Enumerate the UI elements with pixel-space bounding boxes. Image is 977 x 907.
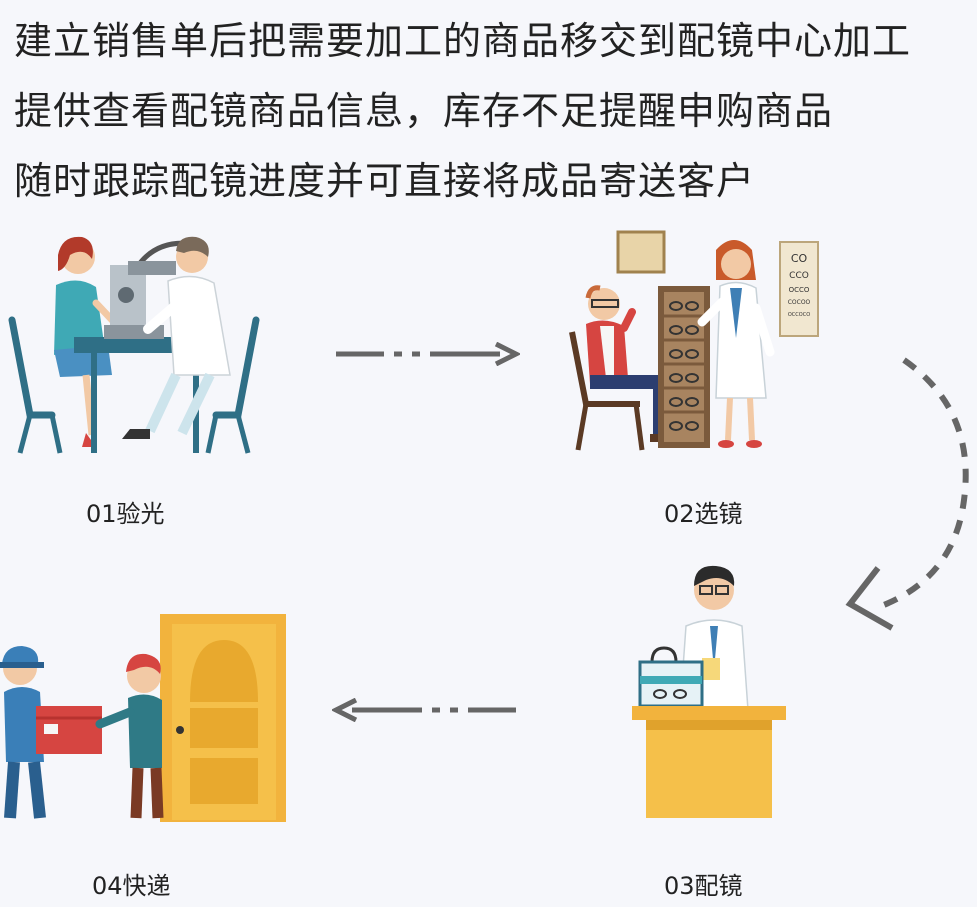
optician-figure: [697, 240, 775, 448]
arrow-left-icon: [332, 698, 516, 722]
step-label-01: 01验光: [86, 500, 165, 528]
headline-line-1: 建立销售单后把需要加工的商品移交到配镜中心加工: [14, 19, 912, 63]
headline-line-2: 提供查看配镜商品信息，库存不足提醒申购商品: [14, 89, 834, 133]
eye-chart: CO CCO OCCO COCOO OCCOCO: [779, 241, 819, 337]
parcel-box: [36, 706, 102, 754]
customer-figure: [585, 285, 670, 442]
arrow-curve-down-icon: [845, 357, 969, 631]
left-chair: [8, 316, 63, 454]
svg-text:COCOO: COCOO: [788, 299, 811, 306]
wall-picture: [616, 230, 666, 274]
doctor-figure: [122, 236, 231, 439]
glasses-box: [638, 646, 704, 708]
door: [160, 614, 286, 822]
headline-line-3: 随时跟踪配镜进度并可直接将成品寄送客户: [14, 159, 756, 203]
customer-chair: [569, 331, 645, 451]
step-label-04: 04快递: [92, 872, 171, 900]
headline-text-block: 建立销售单后把需要加工的商品移交到配镜中心加工 提供查看配镜商品信息，库存不足提…: [14, 6, 974, 216]
courier-figure: [0, 646, 46, 819]
eye-exam-illustration: [8, 236, 260, 454]
step-label-02: 02选镜: [664, 500, 743, 528]
glasses-cabinet: [658, 286, 710, 448]
arrow-right-icon: [336, 342, 520, 366]
fitting-counter: [632, 706, 786, 818]
svg-text:OCCOCO: OCCOCO: [788, 312, 810, 318]
step-label-03: 03配镜: [664, 872, 743, 900]
receiver-figure: [95, 653, 164, 819]
delivery-illustration: [0, 614, 286, 822]
svg-text:CO: CO: [791, 252, 808, 265]
right-chair: [205, 316, 260, 454]
svg-text:CCO: CCO: [789, 271, 809, 281]
svg-text:OCCO: OCCO: [789, 286, 810, 294]
clipboard: [702, 658, 720, 680]
lens-fitting-illustration: [632, 565, 786, 818]
frame-selection-illustration: CO CCO OCCO COCOO OCCOCO: [569, 230, 819, 451]
